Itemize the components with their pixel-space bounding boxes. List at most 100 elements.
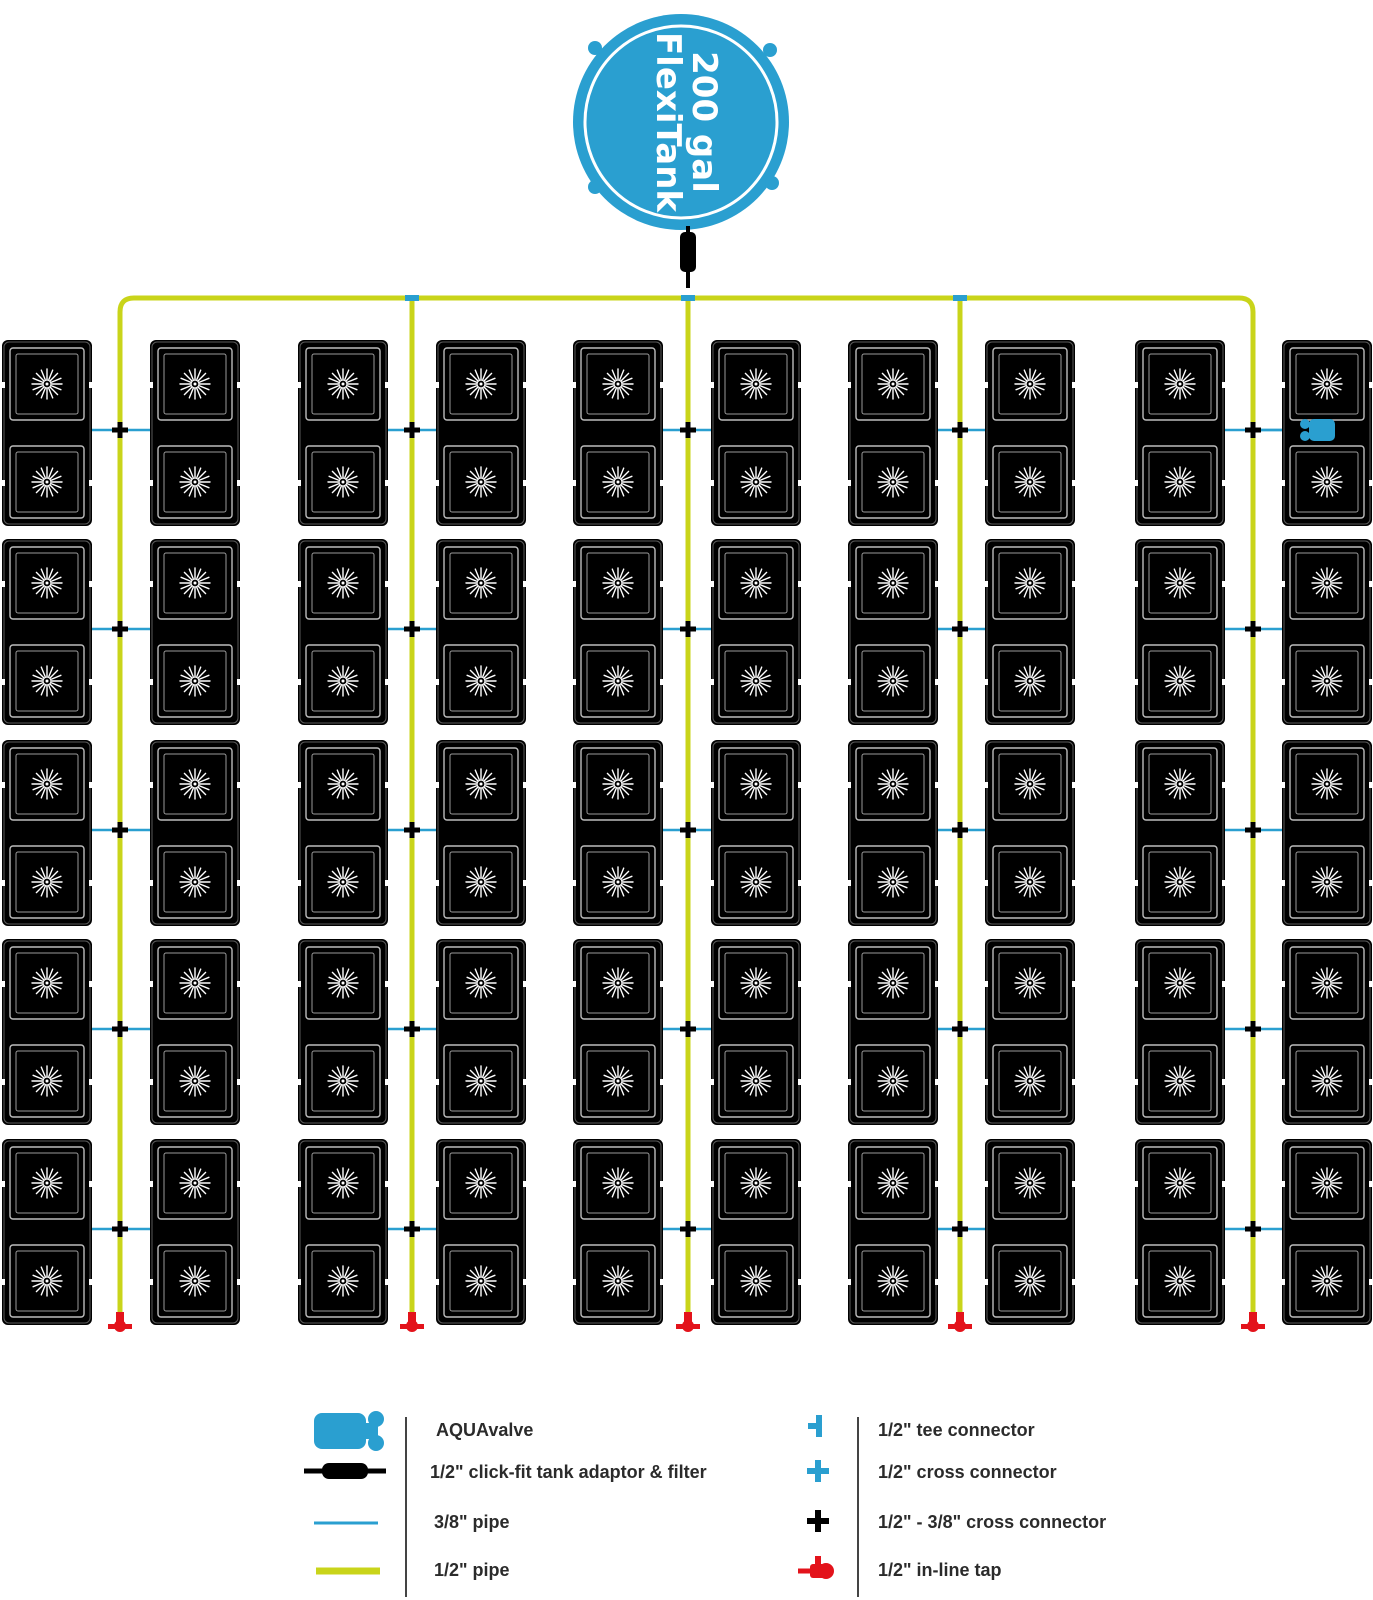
tank-adaptor-filter-icon: [304, 1463, 386, 1479]
grow-pot: [1282, 1139, 1372, 1325]
legend-divider-left: [405, 1417, 407, 1597]
grow-pot: [1135, 340, 1225, 526]
grow-pot: [298, 340, 388, 526]
cross-connector-icon: [807, 1460, 829, 1482]
grow-pot: [573, 1139, 663, 1325]
grow-pot: [573, 340, 663, 526]
reducing-cross-connector-icon: [112, 1221, 128, 1237]
legend-label-half-inch-pipe: 1/2" pipe: [434, 1560, 510, 1580]
half-inch-pipe-icon: [316, 1567, 380, 1575]
grow-pot: [985, 740, 1075, 926]
legend-label-tank-adaptor: 1/2" click-fit tank adaptor & filter: [430, 1462, 707, 1482]
grow-pot: [848, 1139, 938, 1325]
grow-pot: [1135, 740, 1225, 926]
grow-pot: [573, 939, 663, 1125]
tank-adaptor-filter-icon: [680, 232, 696, 272]
grow-pot: [436, 939, 526, 1125]
tee-connector-icon: [953, 295, 967, 301]
grow-pot: [985, 340, 1075, 526]
legend: AQUAvalve 1/2" click-fit tank adaptor & …: [0, 1395, 1373, 1600]
reducing-cross-connector-icon: [1245, 1221, 1261, 1237]
inline-tap-icon: [948, 1312, 972, 1332]
reducing-cross-connector-icon: [404, 422, 420, 438]
reducing-cross-connector-icon: [680, 1221, 696, 1237]
grow-pot: [1135, 1139, 1225, 1325]
grow-pot: [2, 740, 92, 926]
aquavalve-icon: [314, 1411, 384, 1451]
inline-tap-icon: [108, 1312, 132, 1332]
reducing-cross-connector-icon: [952, 422, 968, 438]
grow-pot: [298, 1139, 388, 1325]
legend-label-inline-tap: 1/2" in-line tap: [878, 1560, 1002, 1580]
irrigation-diagram: 200 gal FlexiTank: [0, 14, 1373, 1332]
grow-pot: [150, 340, 240, 526]
grow-pot: [436, 340, 526, 526]
pipe-network: [92, 295, 1305, 1320]
grow-pot: [298, 740, 388, 926]
reducing-cross-connector-icon: [404, 822, 420, 838]
grow-pot: [573, 539, 663, 725]
grow-pot: [436, 539, 526, 725]
tank-label-line1: 200 gal: [684, 51, 724, 193]
reducing-cross-connector-icon: [1245, 422, 1261, 438]
grow-pot: [711, 939, 801, 1125]
connector-layer: [108, 295, 1335, 1332]
grow-pot: [150, 740, 240, 926]
reducing-cross-connector-icon: [680, 422, 696, 438]
grow-pot: [711, 1139, 801, 1325]
legend-label-three-eighth-pipe: 3/8" pipe: [434, 1512, 510, 1532]
tank-body: [573, 14, 789, 230]
inline-tap-icon: [400, 1312, 424, 1332]
grow-pot: [2, 539, 92, 725]
tank-lugs: [588, 41, 779, 194]
legend-divider-right: [857, 1417, 859, 1597]
grow-pot: [848, 939, 938, 1125]
grow-pot: [711, 740, 801, 926]
reducing-cross-connector-icon: [952, 1021, 968, 1037]
aquavalve-icon: [1300, 419, 1335, 441]
reducing-cross-connector-icon: [1245, 822, 1261, 838]
legend-label-aquavalve: AQUAvalve: [436, 1420, 534, 1440]
legend-label-cross-connector: 1/2" cross connector: [878, 1462, 1057, 1482]
grow-pot: [1135, 539, 1225, 725]
tee-connector-icon: [405, 295, 419, 301]
reducing-cross-connector-icon: [680, 621, 696, 637]
grow-pot: [985, 939, 1075, 1125]
grow-pot: [1135, 939, 1225, 1125]
grow-pot: [1282, 939, 1372, 1125]
grow-pot: [436, 740, 526, 926]
tee-connector-icon: [681, 295, 695, 301]
legend-label-tee-connector: 1/2" tee connector: [878, 1420, 1035, 1440]
reducing-cross-connector-icon: [1245, 1021, 1261, 1037]
grow-pot: [298, 939, 388, 1125]
reducing-cross-connector-icon: [112, 822, 128, 838]
grow-pot: [848, 740, 938, 926]
reducing-cross-connector-icon: [112, 1021, 128, 1037]
grow-pot: [436, 1139, 526, 1325]
reducing-cross-connector-icon: [680, 1021, 696, 1037]
grow-pot: [711, 340, 801, 526]
reducing-cross-connector-icon: [1245, 621, 1261, 637]
inline-tap-icon: [1241, 1312, 1265, 1332]
reducing-cross-connector-icon: [952, 621, 968, 637]
reducing-cross-connector-icon: [807, 1510, 829, 1532]
grow-pot: [150, 539, 240, 725]
reducing-cross-connector-icon: [404, 621, 420, 637]
three-eighth-pipe-icon: [314, 1521, 378, 1525]
inline-tap-icon: [676, 1312, 700, 1332]
grow-pot: [985, 539, 1075, 725]
reducing-cross-connector-icon: [680, 822, 696, 838]
flexitank: 200 gal FlexiTank: [573, 14, 789, 288]
reducing-cross-connector-icon: [404, 1221, 420, 1237]
grow-pot: [985, 1139, 1075, 1325]
grow-pot: [1282, 740, 1372, 926]
reducing-cross-connector-icon: [112, 621, 128, 637]
grow-pot: [573, 740, 663, 926]
grow-pot: [2, 1139, 92, 1325]
grow-pot: [2, 340, 92, 526]
grow-pot: [150, 1139, 240, 1325]
reducing-cross-connector-icon: [952, 822, 968, 838]
grow-pot: [848, 340, 938, 526]
grow-pot: [298, 539, 388, 725]
grow-pot: [2, 939, 92, 1125]
